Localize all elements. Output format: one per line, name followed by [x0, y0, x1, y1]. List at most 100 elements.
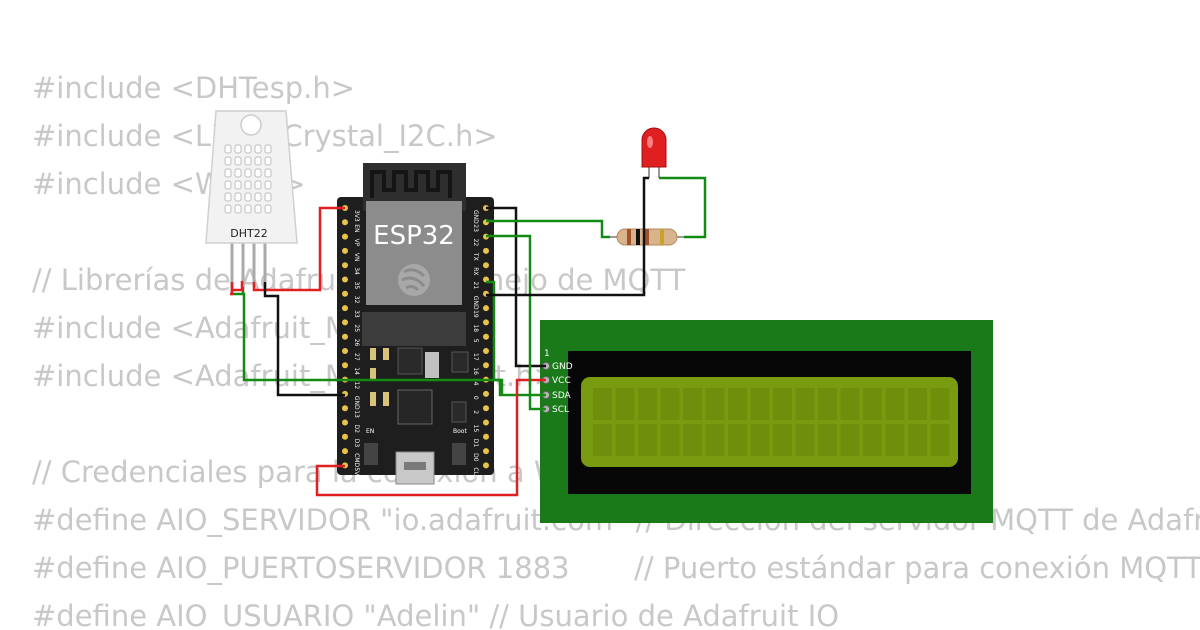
- grille-slot: [224, 144, 232, 154]
- lcd-char-cell: [930, 388, 950, 420]
- grille-slot: [224, 192, 232, 202]
- lcd-char-cell: [705, 388, 725, 420]
- board-pin-label: 18: [472, 324, 479, 332]
- led-body: [641, 127, 667, 168]
- board-pin[interactable]: [483, 433, 489, 440]
- grille-slot: [224, 168, 232, 178]
- espressif-logo-icon: [398, 264, 430, 296]
- en-button-label: EN: [366, 428, 374, 435]
- wire-green-sda: [230, 282, 546, 397]
- board-pin[interactable]: [483, 419, 489, 426]
- board-pin[interactable]: [342, 276, 348, 283]
- grille-slot: [254, 192, 262, 202]
- grille-slot: [224, 180, 232, 190]
- lcd-module[interactable]: 1 GND VCC SDA SCL: [540, 320, 993, 523]
- boot-button[interactable]: [452, 443, 466, 465]
- wire-black-gnd-sensor: [263, 282, 345, 397]
- dht22-label: DHT22: [230, 227, 267, 240]
- code-editor-background: #include <DHTesp.h> #include <LiquidCrys…: [32, 64, 1200, 630]
- board-pin[interactable]: [483, 333, 489, 340]
- grille-slot: [264, 144, 272, 154]
- board-pin[interactable]: [483, 319, 489, 326]
- board-pin[interactable]: [483, 362, 489, 369]
- board-pin[interactable]: [342, 348, 348, 354]
- board-pin[interactable]: [342, 319, 348, 326]
- board-pin-label: D2: [353, 425, 360, 434]
- wire-black-led-cathode: [486, 176, 649, 297]
- board-pin[interactable]: [342, 448, 348, 455]
- board-pin[interactable]: [342, 233, 348, 240]
- board-pin[interactable]: [483, 247, 489, 254]
- lcd-char-cell: [885, 424, 905, 456]
- grille-slot: [264, 180, 272, 190]
- board-pin[interactable]: [342, 433, 348, 440]
- board-pin[interactable]: [483, 448, 489, 455]
- board-pin[interactable]: [483, 262, 489, 269]
- lcd-char-cell: [795, 388, 815, 420]
- board-pin-label: 12: [353, 382, 360, 390]
- usb-port-slot: [404, 462, 426, 470]
- boot-button-label: Boot: [453, 428, 467, 435]
- grille-slot: [264, 156, 272, 166]
- board-pin[interactable]: [483, 348, 489, 354]
- en-button[interactable]: [364, 443, 378, 465]
- board-pin[interactable]: [483, 305, 489, 312]
- board-pin[interactable]: [342, 333, 348, 340]
- board-pin-label: GND: [472, 210, 479, 224]
- board-pin[interactable]: [342, 305, 348, 312]
- lcd-char-cell: [728, 388, 747, 420]
- board-pin[interactable]: [342, 247, 348, 254]
- board-pin-label: GND: [353, 396, 360, 410]
- smd-component: [370, 368, 376, 380]
- board-pin[interactable]: [342, 419, 348, 426]
- board-pin[interactable]: [483, 462, 489, 469]
- smd-component: [451, 351, 469, 373]
- lcd-char-cell: [660, 424, 680, 456]
- smd-component: [451, 401, 467, 423]
- grille-slot: [254, 180, 262, 190]
- lcd-pin-number: 1: [544, 349, 550, 359]
- sensor-grille: [224, 144, 272, 214]
- lcd-char-cell: [615, 388, 635, 420]
- lcd-char-cell: [773, 388, 792, 420]
- board-pin-label: GND: [472, 296, 479, 310]
- board-pin[interactable]: [483, 390, 489, 397]
- grille-slot: [244, 192, 252, 202]
- board-pin-label: D3: [353, 439, 360, 448]
- red-led[interactable]: [641, 127, 667, 178]
- grille-slot: [244, 168, 252, 178]
- board-pin-label: 5V: [353, 467, 360, 476]
- lcd-char-cell: [750, 424, 770, 456]
- board-pin-label: 32: [353, 296, 360, 304]
- lcd-pin-label: SCL: [552, 405, 569, 415]
- board-pin-label: 4: [472, 382, 479, 386]
- code-line: #include <DHTesp.h>: [32, 71, 356, 105]
- smd-component: [425, 352, 439, 378]
- board-pin[interactable]: [483, 405, 489, 412]
- board-pin[interactable]: [342, 262, 348, 269]
- usb-uart-chip: [397, 389, 433, 425]
- lcd-char-cell: [908, 388, 927, 420]
- wire-green-scl: [486, 234, 546, 411]
- resistor[interactable]: [604, 228, 690, 246]
- board-pin-label: CLK: [472, 467, 479, 480]
- grille-slot: [264, 168, 272, 178]
- grille-slot: [244, 156, 252, 166]
- grille-slot: [234, 144, 242, 154]
- esp32-board[interactable]: ESP32 EN Boot 3V3ENVPVN34353233252627141…: [337, 163, 494, 485]
- lcd-character-cells: [593, 388, 950, 456]
- board-pin-label: 34: [353, 267, 360, 275]
- dht22-sensor[interactable]: DHT22: [205, 110, 298, 287]
- lcd-char-cell: [615, 424, 635, 456]
- code-line: #define AIO_PUERTOSERVIDOR 1883 // Puert…: [32, 551, 1200, 585]
- board-pin[interactable]: [342, 362, 348, 369]
- smd-component: [370, 348, 376, 360]
- board-pin[interactable]: [342, 290, 348, 297]
- lcd-char-cell: [840, 388, 860, 420]
- board-pin-label: 26: [353, 339, 360, 347]
- grille-slot: [234, 180, 242, 190]
- board-pin-label: TX: [472, 252, 479, 261]
- board-pin-label: EN: [353, 224, 360, 232]
- board-pin[interactable]: [342, 219, 348, 226]
- board-pin[interactable]: [342, 405, 348, 412]
